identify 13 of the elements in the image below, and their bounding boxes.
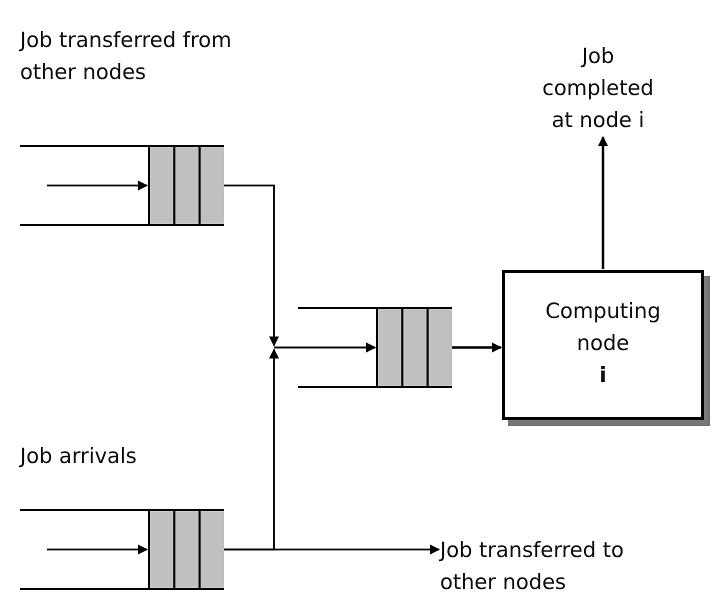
arrow [598,136,608,269]
arrow [452,342,502,352]
queue-buffer-drawing [148,509,224,590]
queue-caption: Job transferred from other nodes [20,27,233,86]
queue-buffer-drawing [148,145,224,226]
arrow [47,180,148,190]
output-label: Job completed at node i [530,40,666,136]
output-label: Job transferred to other nodes [440,534,660,598]
node-index: i [599,362,607,389]
arrow [47,544,148,554]
queue-caption: Job arrivals [20,443,138,470]
arrow [224,544,440,554]
queue-buffer-drawing [376,307,452,388]
